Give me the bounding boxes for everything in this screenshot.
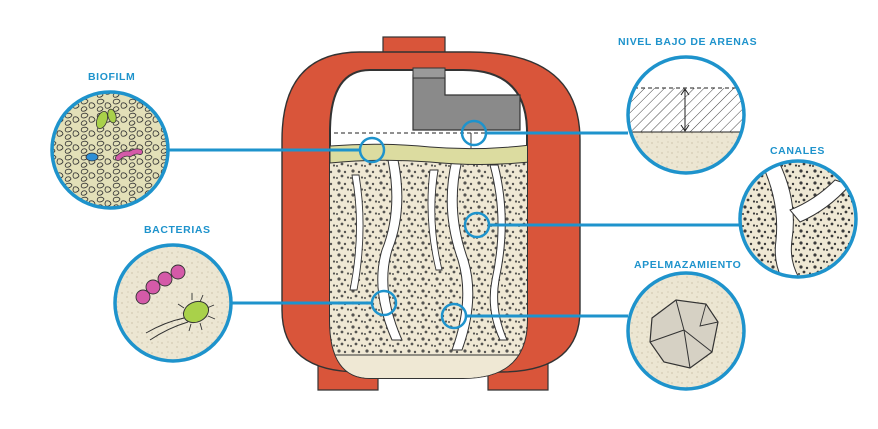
label-apelmazamiento: APELMAZAMIENTO bbox=[634, 259, 742, 271]
biofilm-detail bbox=[50, 90, 170, 210]
filter-interior bbox=[329, 67, 528, 379]
apelmazamiento-detail bbox=[626, 271, 746, 391]
connector-lines bbox=[168, 119, 740, 330]
label-nivel-bajo-de-arenas: NIVEL BAJO DE ARENAS bbox=[618, 36, 758, 48]
label-biofilm: BIOFILM bbox=[88, 71, 136, 83]
bacterias-detail bbox=[113, 243, 233, 363]
nivel-bajo-detail bbox=[626, 55, 746, 175]
canales-detail bbox=[738, 159, 858, 279]
label-canales: CANALES bbox=[770, 145, 825, 157]
label-bacterias: BACTERIAS bbox=[144, 224, 211, 236]
